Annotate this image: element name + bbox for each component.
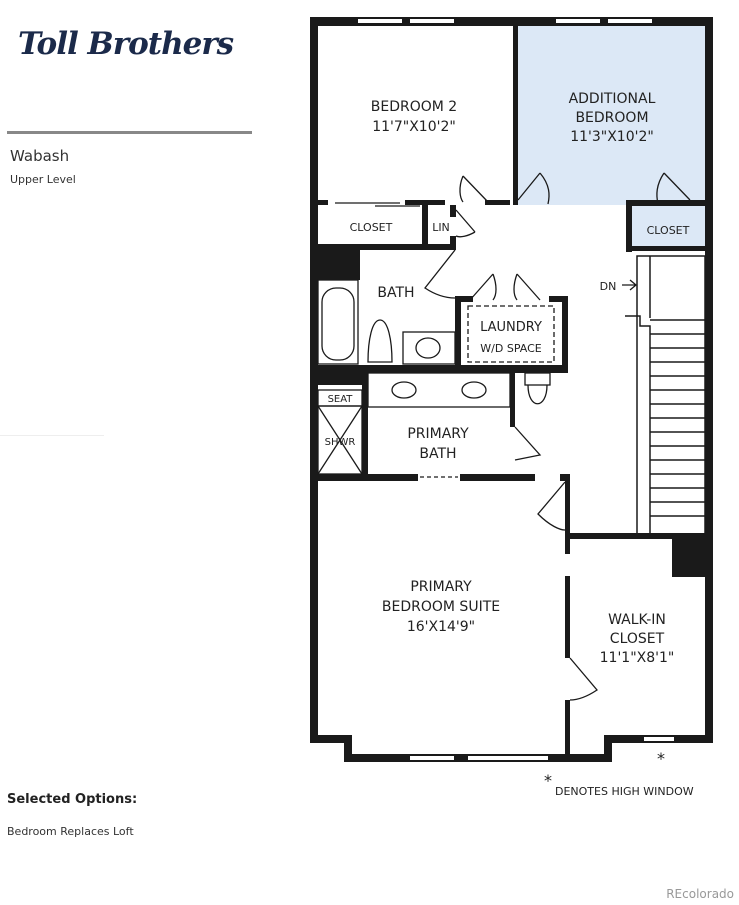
bath-label: BATH: [377, 285, 414, 301]
closet-label-2: CLOSET: [647, 224, 690, 237]
walk-in-label-1: WALK-IN: [608, 612, 666, 628]
closet-fill: [626, 205, 706, 250]
shower-label: SHWR: [325, 437, 356, 448]
high-window-asterisk: *: [657, 749, 665, 768]
primary-suite-label-1: PRIMARY: [410, 579, 472, 595]
primary-suite-dims: 16'X14'9": [407, 619, 475, 635]
selected-option-item: Bedroom Replaces Loft: [7, 825, 134, 838]
additional-bedroom-label-2: BEDROOM: [575, 110, 648, 126]
toll-brothers-logo: Toll Brothers: [18, 26, 234, 62]
bedroom2-label: BEDROOM 2: [371, 99, 457, 115]
additional-bedroom-fill: [516, 25, 706, 205]
wd-space-label: W/D SPACE: [480, 342, 541, 355]
closet-label: CLOSET: [350, 221, 393, 234]
walk-in-label-2: CLOSET: [610, 631, 665, 647]
windows: [358, 19, 674, 760]
selected-options-title: Selected Options:: [7, 792, 138, 807]
primary-suite-label-2: BEDROOM SUITE: [382, 599, 500, 615]
divider-faint: [0, 435, 104, 436]
plan-level: Upper Level: [10, 173, 76, 186]
additional-bedroom-label-1: ADDITIONAL: [569, 91, 656, 107]
staircase: [625, 255, 706, 535]
legend-note: DENOTES HIGH WINDOW: [555, 785, 694, 798]
seat-label: SEAT: [328, 394, 354, 405]
walk-in-dims: 11'1"X8'1": [600, 650, 675, 666]
linen-label: LIN: [432, 221, 450, 234]
legend-asterisk: *: [544, 771, 552, 790]
plan-name: Wabash: [10, 147, 70, 165]
laundry-label: LAUNDRY: [480, 320, 542, 335]
primary-bath-label-2: BATH: [419, 446, 456, 462]
stairs-down-label: DN: [600, 280, 617, 293]
additional-bedroom-dims: 11'3"X10'2": [570, 129, 654, 145]
divider: [7, 131, 252, 134]
bedroom2-dims: 11'7"X10'2": [372, 119, 456, 135]
credit-watermark: REcolorado: [666, 887, 734, 901]
primary-bath-label-1: PRIMARY: [407, 426, 469, 442]
fixtures: [317, 172, 691, 701]
